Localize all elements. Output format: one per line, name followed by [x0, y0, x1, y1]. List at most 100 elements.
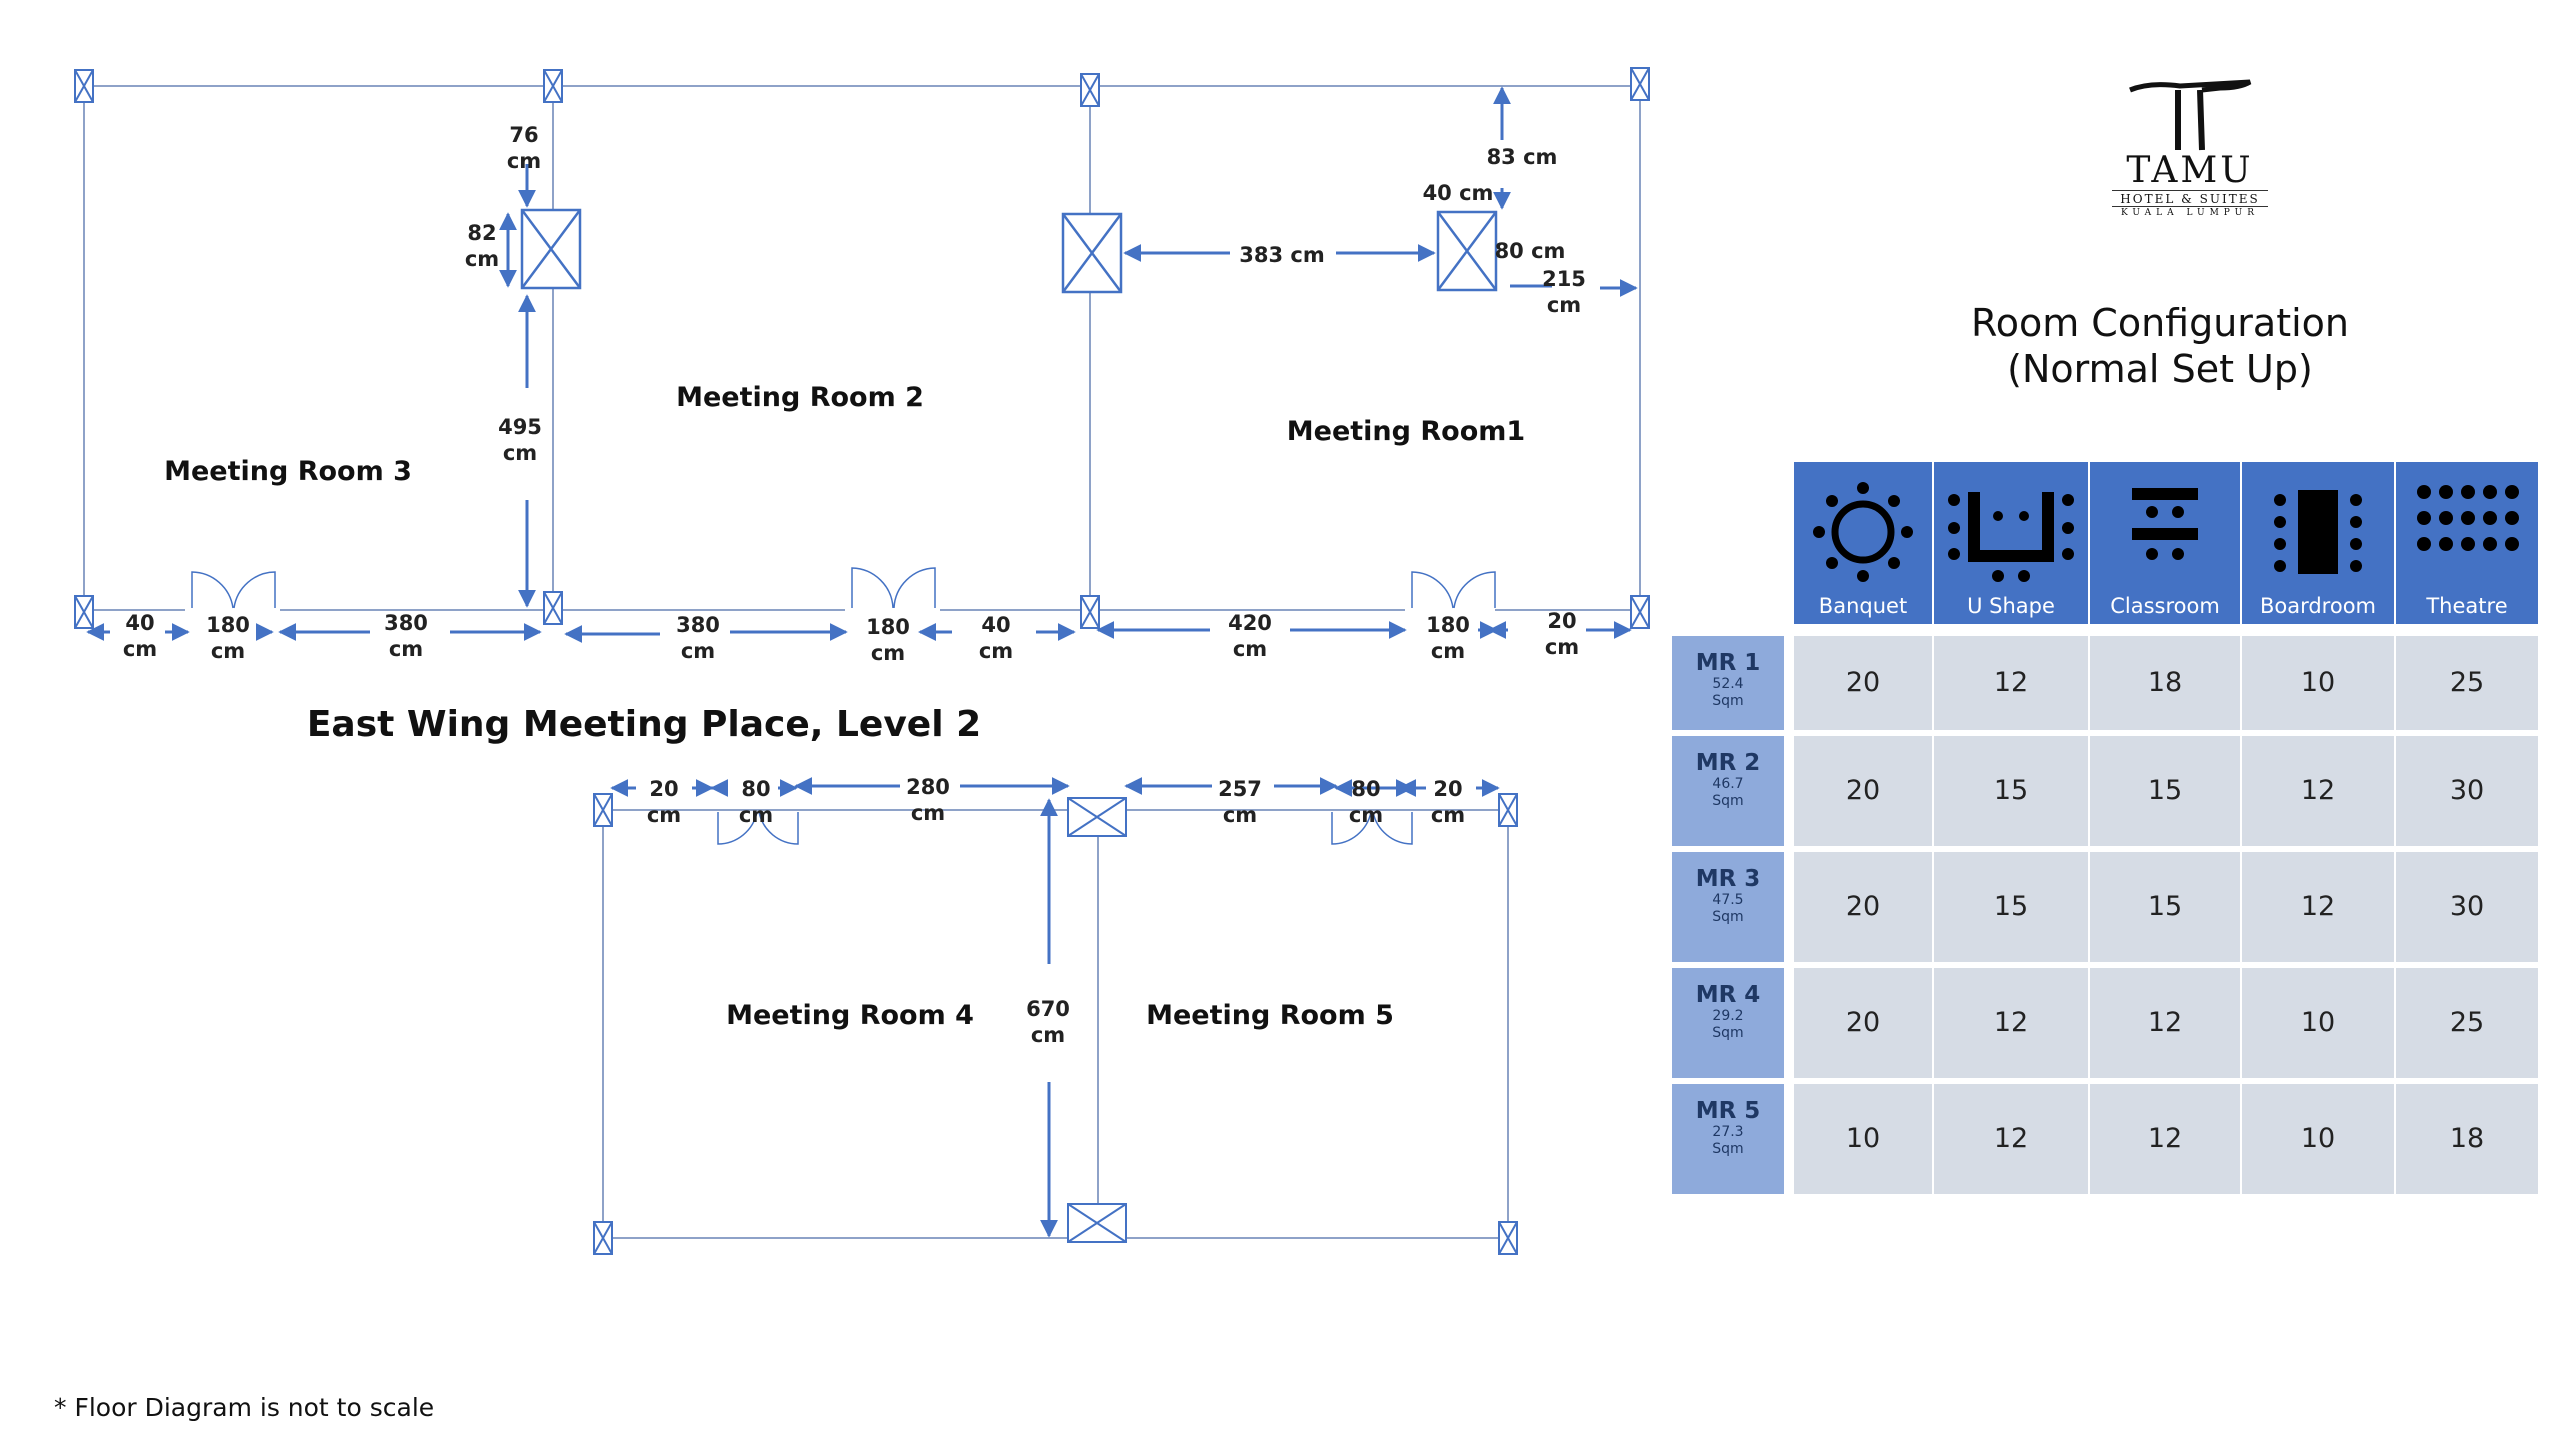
- row-unit: Sqm: [1712, 793, 1744, 809]
- floor-title: East Wing Meeting Place, Level 2: [307, 704, 981, 745]
- room-label-mr2: Meeting Room 2: [676, 382, 924, 413]
- hotel-logo: TAMU HOTEL & SUITES KUALA LUMPUR: [2090, 78, 2290, 228]
- column-header-label: Boardroom: [2259, 594, 2377, 618]
- config-cell: 12: [1934, 968, 2088, 1078]
- row-label-mr3: MR 3 47.5 Sqm: [1672, 852, 1784, 962]
- column-mr3: [520, 208, 582, 290]
- dim-label: cm: [1431, 639, 1465, 663]
- dim-label: 180: [1426, 613, 1470, 637]
- dim-label: cm: [979, 639, 1013, 663]
- logo-location: KUALA LUMPUR: [2120, 208, 2260, 218]
- config-cell: 25: [2396, 636, 2538, 730]
- dim-label: cm: [681, 639, 715, 663]
- upper-walls: [83, 85, 1641, 611]
- row-room: MR 1: [1695, 650, 1761, 676]
- dim-label: 180: [206, 613, 250, 637]
- dim-label: 20: [1433, 777, 1462, 801]
- column-header-classroom: Classroom: [2090, 462, 2240, 624]
- config-cell: 12: [1934, 1084, 2088, 1194]
- config-title-line1: Room Configuration: [1971, 301, 2349, 345]
- logo-rule: [2112, 206, 2268, 207]
- dim-label: 40 cm: [1423, 181, 1494, 205]
- dim-label: cm: [503, 441, 537, 465]
- column-lower-bottom: [1067, 1203, 1127, 1243]
- column-header-label: Banquet: [1818, 594, 1908, 618]
- dim-label: cm: [647, 803, 681, 827]
- lower-dimension-labels: 20 cm 80 cm 280 cm 257 cm 80 cm 20 cm 67…: [647, 775, 1465, 1047]
- dim-label: 20: [1547, 609, 1576, 633]
- logo-name: TAMU: [2126, 150, 2254, 191]
- dim-label: cm: [389, 637, 423, 661]
- dim-label: cm: [1233, 637, 1267, 661]
- config-cell: 15: [1934, 736, 2088, 846]
- column-header-theatre: Theatre: [2396, 462, 2538, 624]
- dim-label: 280: [906, 775, 950, 799]
- dim-label: 80 cm: [1495, 239, 1566, 263]
- column-header-label: U Shape: [1967, 594, 2055, 618]
- room-label-mr5: Meeting Room 5: [1146, 1000, 1394, 1031]
- row-unit: Sqm: [1712, 1025, 1744, 1041]
- config-cell: 15: [1934, 852, 2088, 962]
- dim-label: 380: [384, 611, 428, 635]
- row-room: MR 4: [1695, 982, 1761, 1008]
- row-label-mr2: MR 2 46.7 Sqm: [1672, 736, 1784, 846]
- dim-label: 420: [1228, 611, 1272, 635]
- dim-label: 670: [1026, 997, 1070, 1021]
- config-cell: 20: [1794, 736, 1932, 846]
- dim-label: cm: [739, 803, 773, 827]
- lower-dimension-arrows: [610, 777, 1500, 1238]
- boardroom-icon: [2274, 490, 2362, 574]
- dim-label: 20: [649, 777, 678, 801]
- dim-label: cm: [871, 641, 905, 665]
- config-cell: 30: [2396, 736, 2538, 846]
- lower-posts: [593, 793, 1518, 1255]
- row-label-mr1: MR 1 52.4 Sqm: [1672, 636, 1784, 730]
- column-header-label: Classroom: [2110, 594, 2220, 618]
- wall-posts: [74, 67, 1650, 629]
- row-area: 52.4: [1712, 676, 1744, 692]
- row-unit: Sqm: [1712, 693, 1744, 709]
- config-cell: 18: [2396, 1084, 2538, 1194]
- dim-label: cm: [1349, 803, 1383, 827]
- dim-label: 383 cm: [1239, 243, 1324, 267]
- config-cell: 10: [1794, 1084, 1932, 1194]
- room-label-mr3: Meeting Room 3: [164, 456, 412, 487]
- row-room: MR 2: [1695, 750, 1761, 776]
- config-cell: 12: [2090, 968, 2240, 1078]
- doors-upper: [191, 567, 1496, 609]
- config-cell: 10: [2242, 636, 2394, 730]
- upper-dimension-arrows: [86, 86, 1638, 643]
- config-cell: 10: [2242, 968, 2394, 1078]
- row-area: 46.7: [1712, 776, 1744, 792]
- doors-lower: [717, 811, 1413, 845]
- config-title-line2: (Normal Set Up): [2007, 347, 2313, 391]
- row-area: 47.5: [1712, 892, 1744, 908]
- dim-label: cm: [1223, 803, 1257, 827]
- dim-label: cm: [465, 247, 499, 271]
- dim-label: 180: [866, 615, 910, 639]
- dim-label: 495: [498, 415, 542, 439]
- column-mr2: [1061, 212, 1123, 294]
- theatre-icon: [2417, 485, 2519, 551]
- config-title: Room Configuration (Normal Set Up): [1900, 300, 2420, 392]
- tamu-mark-icon: [2129, 79, 2252, 151]
- config-cell: 20: [1794, 636, 1932, 730]
- room-label-mr1: Meeting Room1: [1287, 416, 1525, 447]
- row-unit: Sqm: [1712, 1141, 1744, 1157]
- column-lower-top: [1067, 797, 1127, 837]
- config-cell: 20: [1794, 852, 1932, 962]
- row-label-mr5: MR 5 27.3 Sqm: [1672, 1084, 1784, 1194]
- dim-label: 215: [1542, 267, 1586, 291]
- dim-label: 40: [981, 613, 1010, 637]
- dim-label: 40: [125, 611, 154, 635]
- logo-rule: [2112, 190, 2268, 191]
- dim-label: cm: [211, 639, 245, 663]
- column-mr1: [1436, 210, 1498, 292]
- dim-label: cm: [911, 801, 945, 825]
- column-header-label: Theatre: [2426, 594, 2508, 618]
- dim-label: 76: [509, 123, 538, 147]
- row-label-mr4: MR 4 29.2 Sqm: [1672, 968, 1784, 1078]
- row-unit: Sqm: [1712, 909, 1744, 925]
- config-cell: 30: [2396, 852, 2538, 962]
- dim-label: cm: [1545, 635, 1579, 659]
